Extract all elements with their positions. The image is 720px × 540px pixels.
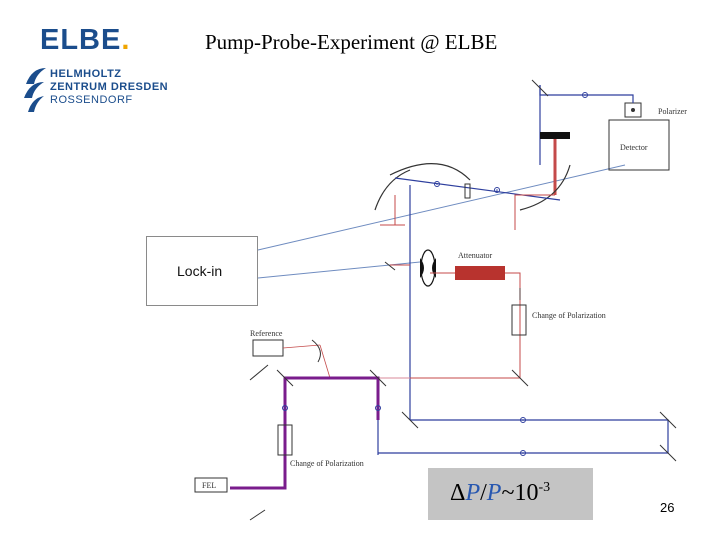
attenuator [455, 266, 505, 280]
probe-beam-delay [378, 419, 669, 454]
pump-beam-middle [390, 272, 521, 379]
change-polarization-bottom [277, 424, 293, 456]
hzdr-line1: HELMHOLTZ [50, 68, 122, 80]
page-number: 26 [660, 500, 675, 515]
mirror-top-left [389, 163, 471, 181]
probe-beam-top [539, 85, 634, 103]
hzdr-line2: ZENTRUM DRESDEN [50, 81, 169, 93]
hzdr-logo: HELMHOLTZ ZENTRUM DRESDEN ROSSENDORF [22, 66, 182, 122]
signal-line-detector [257, 164, 626, 251]
change-polarization-bottom-label: Change of Polarization [290, 459, 364, 468]
attenuator-label: Attenuator [458, 251, 493, 260]
reference-box [252, 339, 284, 357]
change-polarization-top [511, 304, 527, 336]
hzdr-line3: ROSSENDORF [50, 94, 133, 106]
fel-label: FEL [202, 481, 216, 490]
formula-text: ΔP/P~10-3 [450, 480, 551, 506]
sample [464, 183, 471, 199]
elbe-logo: ELBE. [40, 24, 131, 56]
lock-in-box: Lock-in [146, 236, 258, 306]
hzdr-emblem-icon [24, 68, 46, 112]
mirror-top-right [519, 164, 571, 211]
lock-in-label: Lock-in [177, 263, 223, 279]
change-polarization-top-label: Change of Polarization [532, 311, 606, 320]
fel-beam [230, 376, 380, 490]
formula-box: ΔP/P~10-3 [428, 468, 593, 520]
signal-line-chopper [257, 261, 421, 279]
detector-label: Detector [620, 143, 648, 152]
page-title: Pump-Probe-Experiment @ ELBE [205, 30, 498, 54]
beam-dump [540, 132, 570, 139]
polarizer-label: Polarizer [658, 107, 687, 116]
probe-beam-cross [394, 177, 561, 201]
fel-box [194, 477, 228, 493]
detector-box [608, 119, 670, 171]
reference-label: Reference [250, 329, 283, 338]
